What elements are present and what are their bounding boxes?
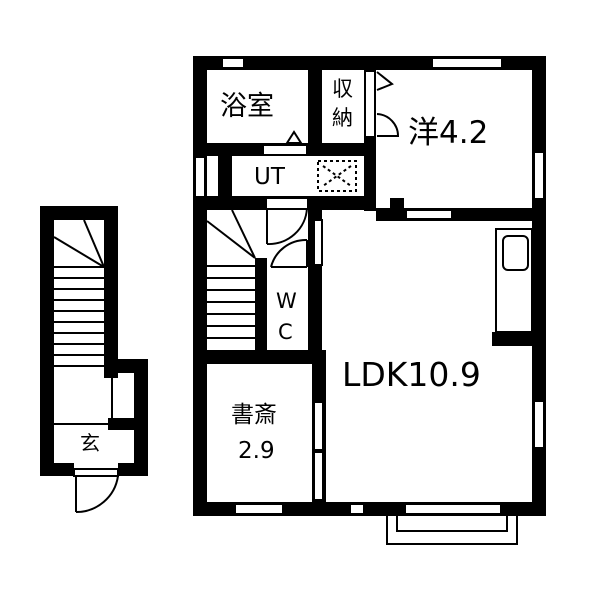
entrance-door-swing <box>73 468 119 514</box>
window-small-bottom <box>351 505 363 513</box>
bay-window <box>386 503 518 545</box>
annex-wall-right-upper <box>104 206 118 378</box>
wall-western-bottom-stub <box>390 198 404 221</box>
room-label-ldk: LDK10.9 <box>342 355 481 394</box>
window-ut-left <box>196 158 204 196</box>
room-label-western: 洋4.2 <box>408 115 489 151</box>
door-ut-hall <box>267 199 307 208</box>
annex-wall-bump-mid <box>108 418 148 430</box>
room-label-utility: UT <box>254 164 285 190</box>
room-label-study-2: 2.9 <box>238 438 275 464</box>
bath-entry-icon <box>285 130 303 144</box>
annex-wall-top <box>40 206 117 220</box>
window-western-right <box>535 153 543 198</box>
room-label-entrance: 玄 <box>80 431 100 455</box>
door-bath <box>264 146 306 154</box>
door-wc <box>273 266 307 279</box>
wall-bath-storage <box>308 56 322 156</box>
kitchen-counter <box>495 228 533 333</box>
room-label-study-1: 書斎 <box>231 402 277 428</box>
annex-wall-bump-right <box>134 359 148 476</box>
room-label-wc-1: W <box>276 289 297 313</box>
wall-kitchen-stub <box>492 332 546 346</box>
annex-stairs <box>53 219 113 425</box>
sink-icon <box>502 235 529 271</box>
wall-stairs-bottom <box>193 350 326 364</box>
hall-doors <box>266 207 324 501</box>
western-closet-door <box>376 71 400 137</box>
window-bath <box>223 59 243 67</box>
door-ldk-hall <box>314 220 322 265</box>
room-label-bath: 浴室 <box>220 91 274 122</box>
door-study-upper <box>314 402 323 450</box>
window-ldk-bottom <box>405 504 501 514</box>
room-label-wc-2: C <box>278 320 293 344</box>
room-label-storage-1: 収 <box>332 77 353 101</box>
door-western <box>407 211 451 218</box>
wall-stairs-hall <box>255 258 267 354</box>
window-ldk-right <box>535 402 543 447</box>
washer-space-icon <box>317 160 357 192</box>
door-western-closet <box>366 72 374 136</box>
main-stairs <box>206 209 256 339</box>
room-label-storage-2: 納 <box>332 106 353 130</box>
wall-ut-left <box>218 156 232 201</box>
door-study-lower <box>314 452 323 500</box>
window-study-bottom <box>236 505 282 513</box>
annex-wall-left <box>40 206 54 476</box>
window-western-top <box>433 59 501 67</box>
